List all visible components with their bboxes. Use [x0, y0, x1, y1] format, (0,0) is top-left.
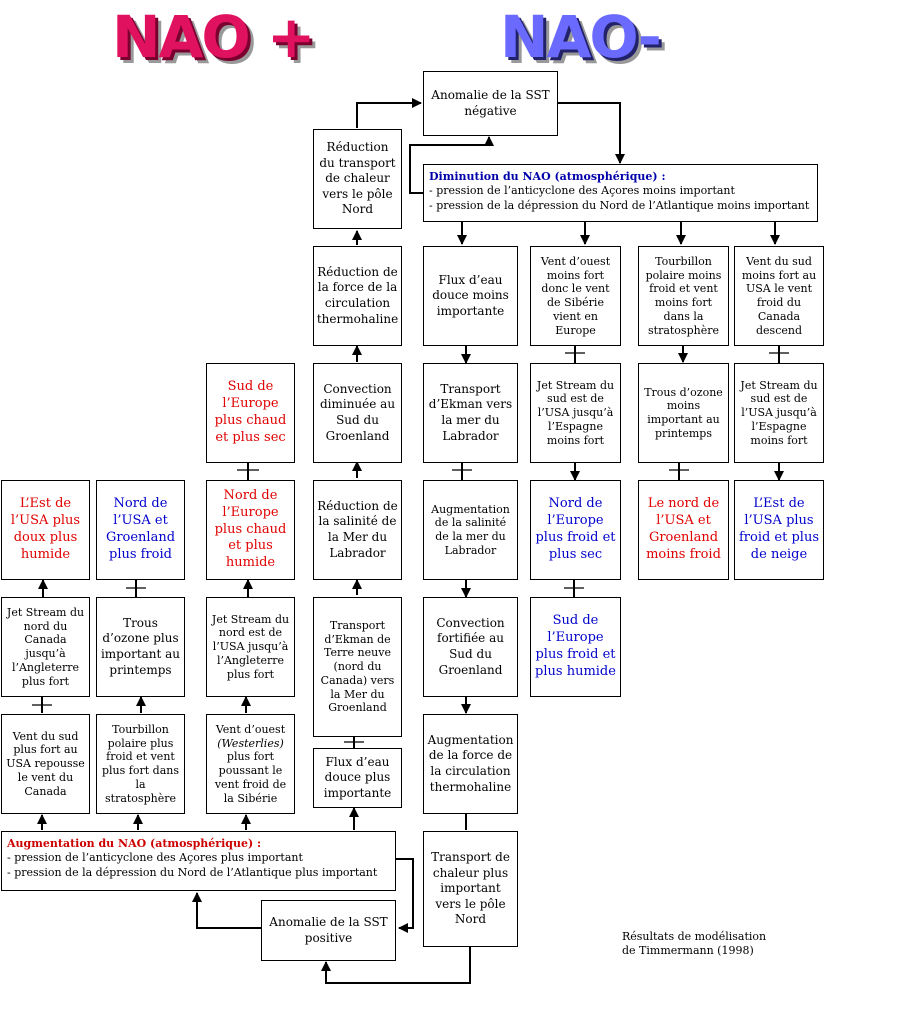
nao-diminution-heading: Diminution du NAO (atmosphérique) : [429, 170, 666, 183]
nord-europe-chaud-box: Nord de l’Europe plus chaud et plus humi… [206, 480, 295, 580]
jet-stream-canada-box: Jet Stream du nord du Canada jusqu’à l’A… [1, 597, 90, 697]
flux-plus-box: Flux d’eau douce plus importante [313, 748, 402, 808]
tourbillon-plus-box: Tourbillon polaire plus froid et vent pl… [96, 714, 185, 814]
transport-chaleur-box: Transport de chaleur plus important vers… [423, 831, 518, 947]
reduction-salinite-box: Réduction de la salinité de la Mer du La… [313, 480, 402, 580]
vent-sud-moins-box: Vent du sud moins fort au USA le vent fr… [734, 246, 824, 346]
credit-note: Résultats de modélisation de Timmermann … [622, 930, 766, 959]
est-usa-froid-box: L’Est de l’USA plus froid et plus de nei… [734, 480, 824, 580]
nao-augmentation-box: Augmentation du NAO (atmosphérique) : - … [1, 831, 396, 891]
vent-ouest-em: (Westerlies) [217, 736, 284, 750]
nao-augmentation-line1: - pression de l’anticyclone des Açores p… [7, 851, 303, 865]
nao-diminution-line2: - pression de la dépression du Nord de l… [429, 198, 810, 212]
nord-usa-moins-froid-box: Le nord de l’USA et Groenland moins froi… [638, 480, 729, 580]
vent-sud-plus-box: Vent du sud plus fort au USA repousse le… [1, 714, 90, 814]
nao-augmentation-heading: Augmentation du NAO (atmosphérique) : [7, 837, 262, 850]
augmentation-salinite-box: Augmentation de la salinité de la mer du… [423, 480, 518, 580]
nao-diminution-line1: - pression de l’anticyclone des Açores m… [429, 184, 735, 198]
sst-negative-box: Anomalie de la SST négative [423, 71, 558, 136]
est-usa-doux-box: L’Est de l’USA plus doux plus humide [1, 480, 90, 580]
augmentation-force-box: Augmentation de la force de la circulati… [423, 714, 518, 814]
jet-stream-usa-box: Jet Stream du nord est de l’USA jusqu’à … [206, 597, 295, 697]
credit-line1: Résultats de modélisation [622, 930, 767, 943]
reduction-force-box: Réduction de la force de la circulation … [313, 246, 402, 346]
jet-stream-moins-b-box: Jet Stream du sud est de l’USA jusqu’à l… [734, 363, 824, 463]
trous-ozone-plus-box: Trous d’ozone plus important au printemp… [96, 597, 185, 697]
tourbillon-moins-box: Tourbillon polaire moins froid et vent m… [638, 246, 729, 346]
trous-ozone-moins-box: Trous d’ozone moins important au printem… [638, 363, 729, 463]
jet-stream-moins-a-box: Jet Stream du sud est de l’USA jusqu’à l… [530, 363, 621, 463]
nord-europe-froid-box: Nord de l’Europe plus froid et plus sec [530, 480, 621, 580]
sud-europe-froid-box: Sud de l’Europe plus froid et plus humid… [530, 597, 621, 697]
transport-ekman-labrador-box: Transport d’Ekman vers la mer du Labrado… [423, 363, 518, 463]
sst-positive-box: Anomalie de la SST positive [261, 900, 396, 961]
vent-ouest-post: plus fort poussant le vent froid de la S… [214, 750, 287, 805]
convection-diminuee-box: Convection diminuée au Sud du Groenland [313, 363, 402, 463]
flux-moins-box: Flux d’eau douce moins importante [423, 246, 518, 346]
transport-ekman-terre-neuve-box: Transport d’Ekman de Terre neuve (nord d… [313, 597, 402, 737]
convection-fortifiee-box: Convection fortifiée au Sud du Groenland [423, 597, 518, 697]
nao-plus-title: NAO + [112, 3, 316, 71]
nao-minus-title: NAO- [500, 3, 662, 71]
nao-augmentation-line2: - pression de la dépression du Nord de l… [7, 865, 378, 879]
nord-usa-froid-box: Nord de l’USA et Groenland plus froid [96, 480, 185, 580]
reduction-transport-box: Réduction du transport de chaleur vers l… [313, 129, 402, 229]
vent-ouest-pre: Vent d’ouest [215, 722, 286, 736]
sud-europe-chaud-box: Sud de l’Europe plus chaud et plus sec [206, 363, 295, 463]
credit-line2: de Timmermann (1998) [622, 944, 754, 958]
vent-ouest-plus-box: Vent d’ouest (Westerlies) plus fort pous… [206, 714, 295, 814]
vent-ouest-moins-box: Vent d’ouest moins fort donc le vent de … [530, 246, 621, 346]
nao-diminution-box: Diminution du NAO (atmosphérique) : - pr… [423, 164, 818, 222]
